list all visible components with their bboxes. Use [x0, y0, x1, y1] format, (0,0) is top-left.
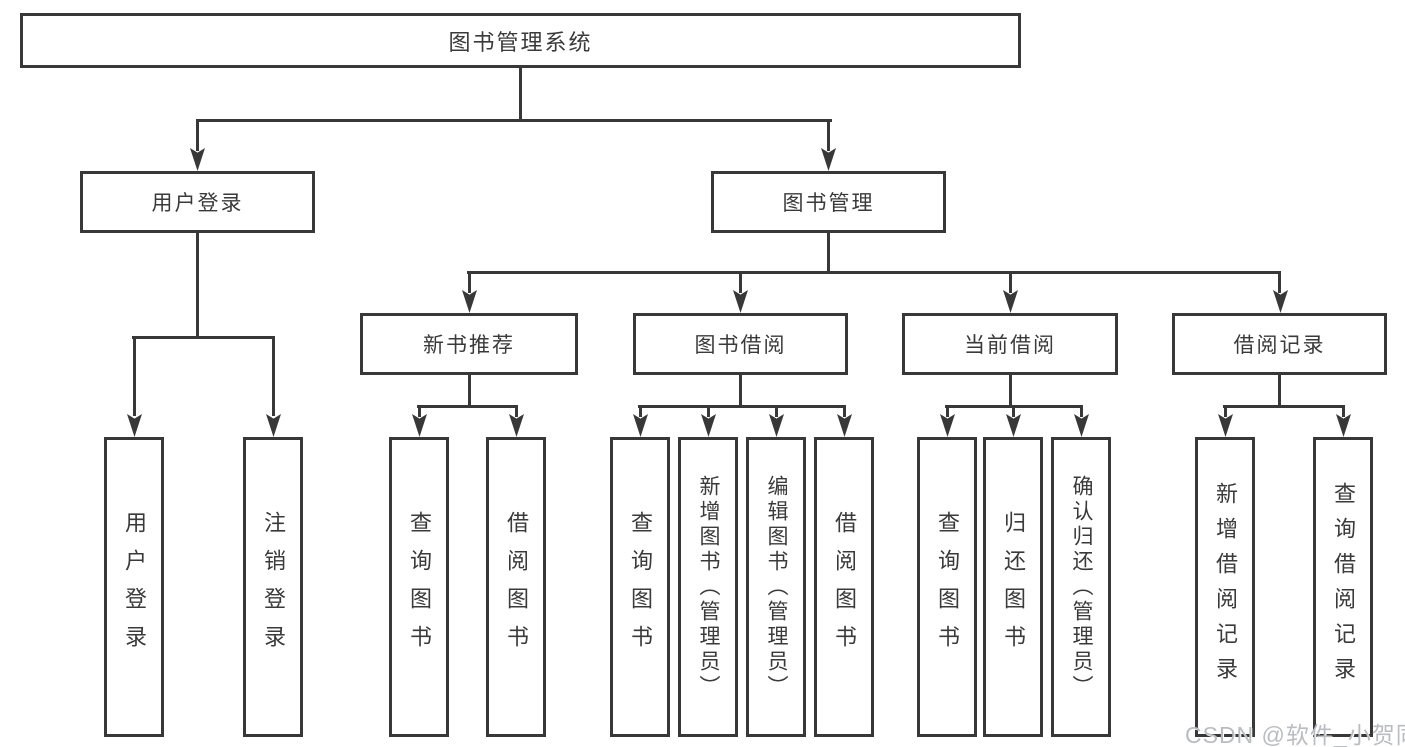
connector-line: [1012, 405, 1015, 417]
node-book-management: 图书管理: [711, 171, 946, 233]
connector-line: [843, 405, 846, 417]
connector-line: [272, 336, 275, 416]
leaf-add-borrow-record: 新增借阅记录: [1195, 437, 1255, 737]
connector-line: [638, 405, 846, 408]
node-library-system: 图书管理系统: [20, 13, 1021, 68]
connector-line: [827, 233, 830, 274]
arrow-down-icon: [462, 290, 477, 313]
leaf-edit-books-admin: 编辑图书（管理员）: [746, 437, 806, 737]
arrow-down-icon: [266, 414, 281, 437]
connector-line: [827, 119, 830, 151]
leaf-label: 新增借阅记录: [1213, 482, 1238, 692]
connector-line: [196, 119, 832, 122]
arrow-down-icon: [509, 414, 524, 437]
node-label: 图书借阅: [694, 334, 787, 357]
connector-line: [775, 405, 778, 417]
connector-line: [467, 271, 1281, 274]
leaf-label: 确认归还（管理员）: [1070, 474, 1093, 700]
arrow-down-icon: [1218, 414, 1233, 437]
leaf-label: 借阅图书: [832, 511, 857, 663]
connector-line: [639, 405, 642, 417]
node-current-borrow: 当前借阅: [902, 313, 1118, 375]
connector-line: [515, 405, 518, 417]
connector-line: [1342, 405, 1345, 417]
leaf-label: 查询借阅记录: [1331, 482, 1356, 692]
node-user-login: 用户登录: [80, 171, 315, 233]
arrow-down-icon: [190, 148, 205, 171]
arrow-down-icon: [1074, 414, 1089, 437]
connector-line: [418, 405, 421, 417]
leaf-query-books-borrow: 查询图书: [610, 437, 670, 737]
arrow-down-icon: [1003, 290, 1018, 313]
connector-line: [1009, 375, 1012, 408]
leaf-label: 查询图书: [935, 511, 960, 663]
arrow-down-icon: [821, 148, 836, 171]
leaf-label: 查询图书: [628, 511, 653, 663]
arrow-down-icon: [733, 290, 748, 313]
leaf-label: 用户登录: [122, 511, 147, 663]
connector-line: [946, 405, 949, 417]
connector-line: [133, 336, 136, 416]
leaf-label: 归还图书: [1001, 511, 1026, 663]
node-label: 图书管理系统: [448, 29, 593, 55]
leaf-add-books-admin: 新增图书（管理员）: [678, 437, 738, 737]
csdn-watermark: CSDN @软件_小贺同学: [1185, 722, 1405, 747]
leaf-query-books-recommend: 查询图书: [389, 437, 449, 737]
arrow-down-icon: [769, 414, 784, 437]
connector-line: [417, 405, 518, 408]
arrow-down-icon: [412, 414, 427, 437]
connector-line: [1223, 405, 1345, 408]
leaf-label: 借阅图书: [504, 511, 529, 663]
connector-line: [1278, 375, 1281, 408]
node-book-borrow: 图书借阅: [633, 313, 848, 375]
node-new-book-recommend: 新书推荐: [360, 313, 578, 375]
connector-line: [1278, 271, 1281, 293]
arrow-down-icon: [633, 414, 648, 437]
connector-line: [196, 119, 199, 151]
leaf-query-borrow-record: 查询借阅记录: [1313, 437, 1373, 737]
connector-line: [1224, 405, 1227, 417]
node-label: 用户登录: [151, 192, 244, 215]
connector-line: [468, 375, 471, 408]
node-label: 当前借阅: [964, 334, 1056, 357]
connector-line: [1080, 405, 1083, 417]
leaf-return-books: 归还图书: [983, 437, 1043, 737]
connector-line: [468, 271, 471, 293]
leaf-query-books-current: 查询图书: [917, 437, 977, 737]
connector-line: [519, 66, 522, 121]
connector-line: [707, 405, 710, 417]
arrow-down-icon: [1273, 290, 1288, 313]
leaf-label: 新增图书（管理员）: [697, 474, 720, 700]
leaf-borrow-books-recommend: 借阅图书: [486, 437, 546, 737]
connector-line: [1009, 271, 1012, 293]
leaf-logout: 注销登录: [243, 437, 303, 737]
arrow-down-icon: [1336, 414, 1351, 437]
leaf-label: 查询图书: [407, 511, 432, 663]
connector-line: [739, 375, 742, 408]
arrow-down-icon: [940, 414, 955, 437]
arrow-down-icon: [837, 414, 852, 437]
arrow-down-icon: [127, 414, 142, 437]
leaf-confirm-return-admin: 确认归还（管理员）: [1051, 437, 1111, 737]
connector-line: [196, 233, 199, 338]
connector-line: [739, 271, 742, 293]
node-label: 新书推荐: [423, 334, 515, 357]
leaf-label: 注销登录: [261, 511, 286, 663]
leaf-borrow-books: 借阅图书: [814, 437, 874, 737]
node-borrow-records: 借阅记录: [1172, 313, 1387, 375]
arrow-down-icon: [1006, 414, 1021, 437]
leaf-user-login: 用户登录: [104, 437, 164, 737]
node-label: 借阅记录: [1233, 334, 1326, 357]
leaf-label: 编辑图书（管理员）: [765, 474, 788, 700]
connector-line: [132, 336, 275, 339]
arrow-down-icon: [701, 414, 716, 437]
node-label: 图书管理: [782, 192, 875, 215]
